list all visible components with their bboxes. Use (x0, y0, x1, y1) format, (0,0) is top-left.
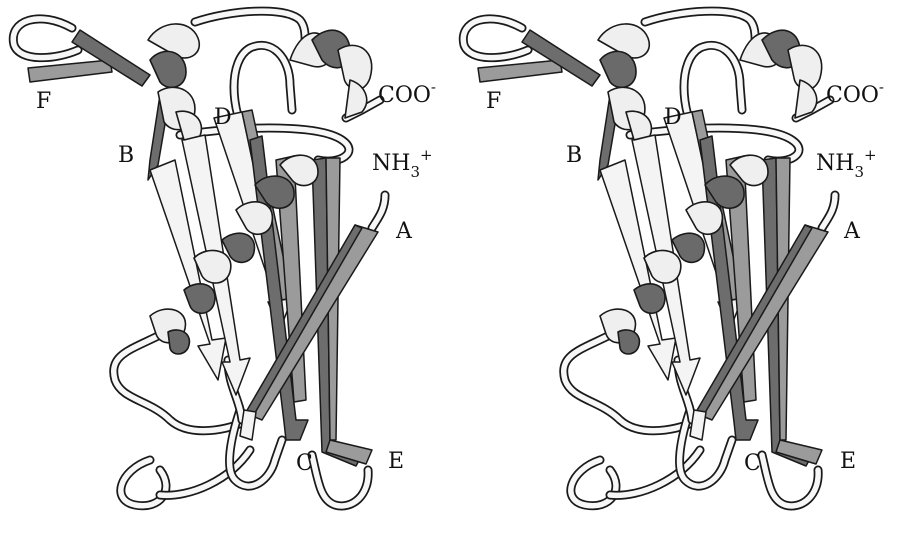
strand-c-label: C (744, 451, 761, 476)
strand-f-label: F (36, 89, 51, 114)
strand-d-label: D (664, 105, 682, 130)
strand-a-label: A (395, 219, 413, 244)
left-stereo-view: F B D A C E COO- NH3+ (13, 11, 436, 506)
n-terminus-charge: + (864, 146, 877, 164)
n-terminus-subscript: 3 (410, 163, 420, 181)
n-terminus-charge: + (420, 146, 433, 164)
strand-b-label: B (118, 143, 134, 168)
c-terminus-label: COO- (826, 78, 884, 108)
n-terminus-subscript: 3 (854, 163, 864, 181)
strand-e-label: E (388, 449, 404, 474)
n-terminus-text: NH (816, 151, 854, 176)
n-terminus-label: NH3+ (816, 146, 877, 181)
strand-f-label: F (486, 89, 501, 114)
strand-b-label: B (566, 143, 582, 168)
c-terminus-label: COO- (378, 78, 436, 108)
strand-a-label: A (843, 219, 861, 244)
n-terminus-text: NH (372, 151, 410, 176)
c-terminus-text: COO (378, 83, 431, 108)
right-stereo-view: F B D A C E COO- NH3+ (463, 11, 884, 506)
c-terminus-charge: - (879, 78, 884, 96)
c-terminus-charge: - (431, 78, 436, 96)
strand-d-label: D (214, 105, 232, 130)
strand-e-label: E (840, 449, 856, 474)
strand-c-label: C (296, 451, 313, 476)
c-terminus-text: COO (826, 83, 879, 108)
n-terminus-label: NH3+ (372, 146, 433, 181)
